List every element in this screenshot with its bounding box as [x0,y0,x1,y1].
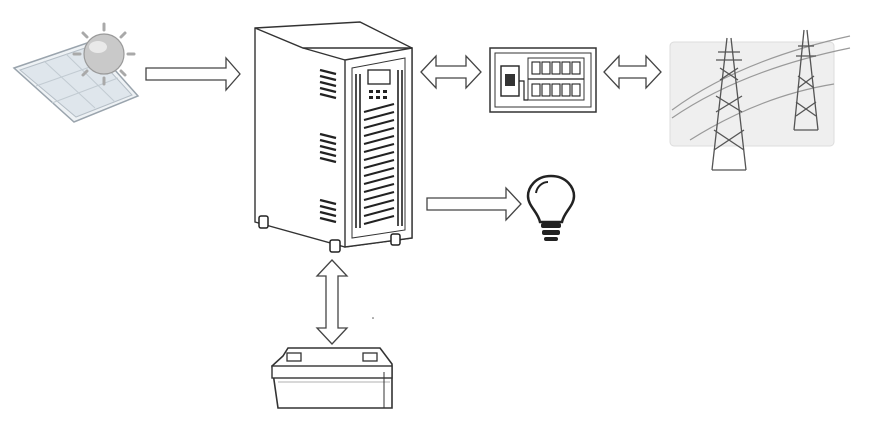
stray-dot [372,317,374,319]
solar-panel-icon [12,22,140,123]
light-bulb-icon [526,174,576,241]
distribution-box-icon [489,47,597,113]
power-tower-icon [669,29,851,171]
battery-icon [271,347,393,409]
sun-icon [72,22,136,86]
inverter-cabinet-icon [254,21,413,253]
inverter-battery-arrow [315,259,349,345]
inverter-to-light-arrow [426,186,522,222]
switchboard-grid-arrow [603,54,662,90]
inverter-switchboard-arrow [420,54,482,90]
solar-to-inverter-arrow [145,56,241,92]
